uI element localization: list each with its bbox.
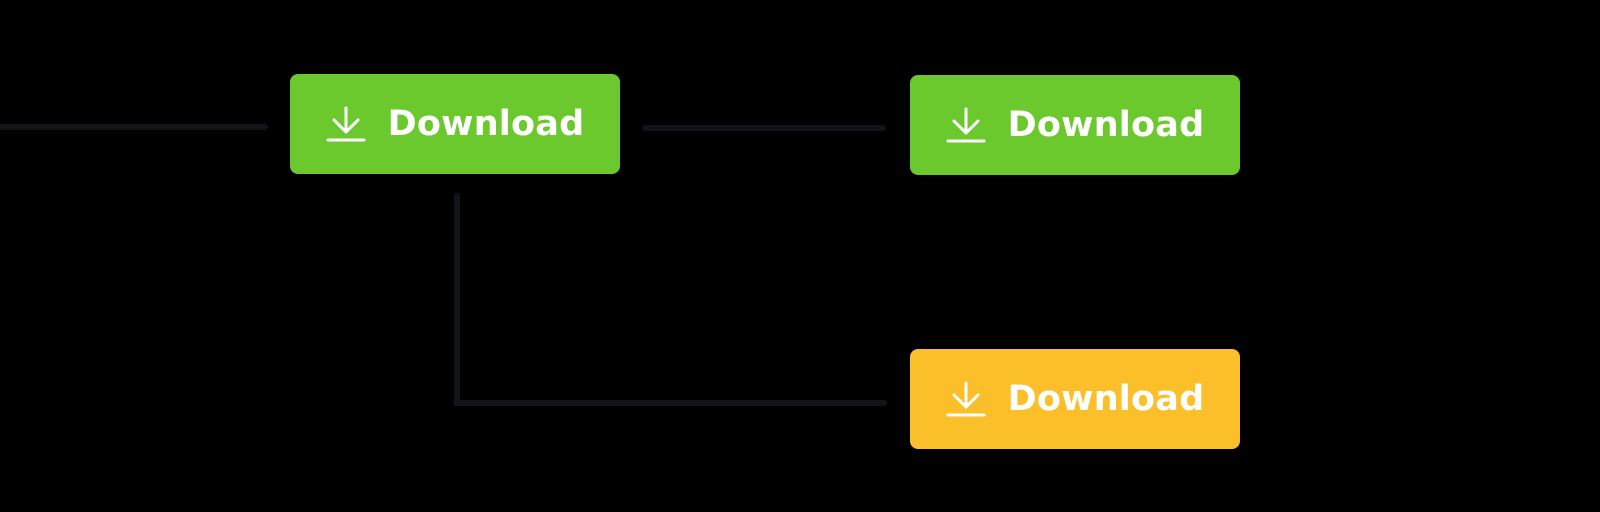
download-button-label: Download	[1007, 378, 1205, 419]
connector-to-warning	[454, 193, 887, 406]
download-icon	[946, 379, 986, 419]
download-button-primary-1[interactable]: Download	[290, 74, 620, 174]
download-button-warning[interactable]: Download	[910, 349, 1240, 449]
download-button-label: Download	[387, 103, 585, 144]
download-icon	[326, 104, 366, 144]
download-button-label: Download	[1007, 104, 1205, 145]
download-button-primary-2[interactable]: Download	[910, 75, 1240, 175]
download-icon	[946, 105, 986, 145]
